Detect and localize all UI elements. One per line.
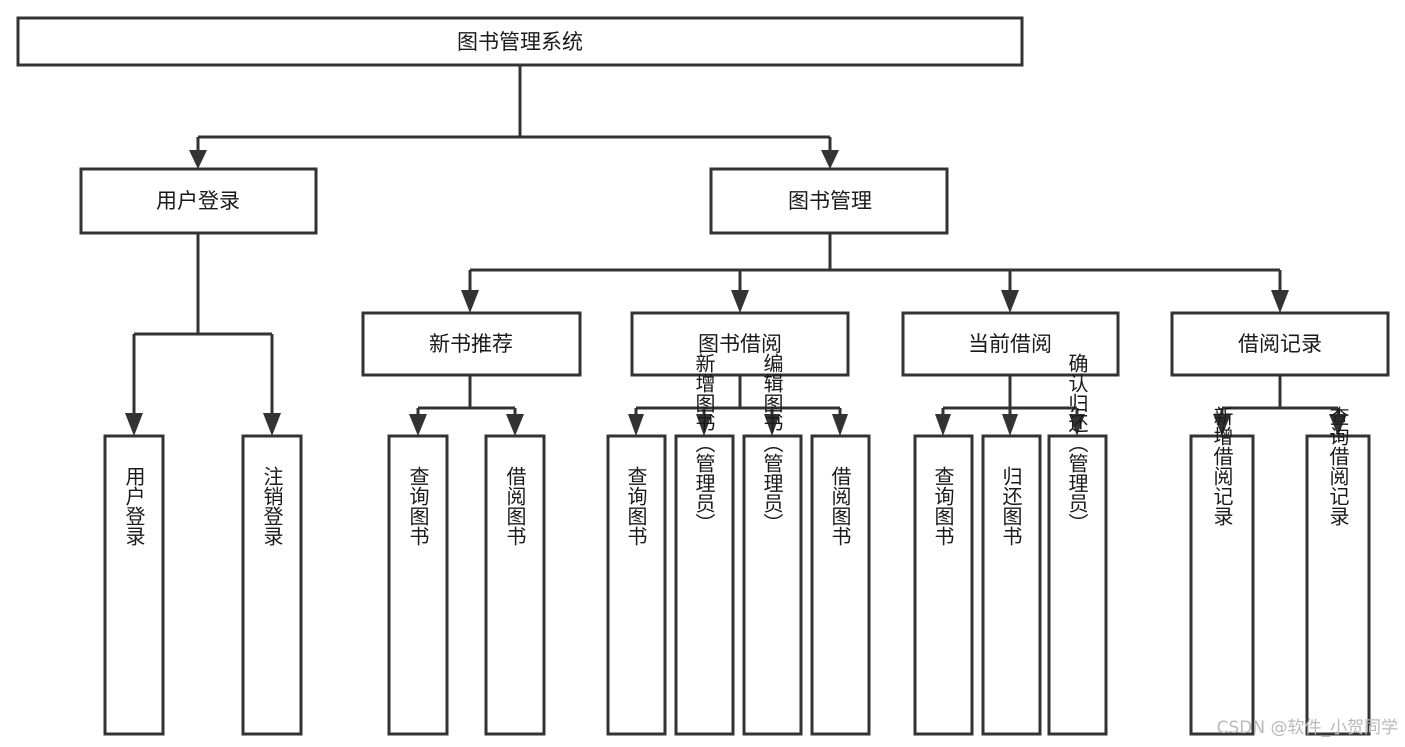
arrow-head-book-borrow xyxy=(731,290,749,313)
arrow-head-current-borrow xyxy=(1001,290,1019,313)
node-leaf-user-login-label: 用户登录 xyxy=(122,466,146,546)
arrow-head-leaf-edit-book xyxy=(764,414,780,436)
node-leaf-borrow-book-2[interactable]: 借阅图书 xyxy=(810,434,871,736)
arrow-head-leaf-add-book xyxy=(696,414,712,436)
node-leaf-add-record[interactable]: 新增借阅记录 xyxy=(1189,406,1255,736)
arrow-head-leaf-add-record xyxy=(1213,414,1231,436)
node-leaf-edit-book-box[interactable] xyxy=(742,434,803,736)
node-leaf-borrow-book-2-label: 借阅图书 xyxy=(828,466,852,546)
node-leaf-borrow-book-1[interactable]: 借阅图书 xyxy=(484,434,546,736)
node-user-login-label: 用户登录 xyxy=(156,189,240,213)
node-leaf-query-book-2[interactable]: 查询图书 xyxy=(606,434,667,736)
node-book-manage[interactable]: 图书管理 xyxy=(709,167,949,235)
arrow-head-leaf-user-logout xyxy=(263,413,281,436)
arrow-head-leaf-confirm-return xyxy=(1069,414,1085,436)
node-root-box[interactable] xyxy=(16,16,1024,67)
node-current-borrow-box[interactable] xyxy=(901,311,1120,377)
node-leaf-query-record-label: 查询借阅记录 xyxy=(1326,406,1350,526)
node-leaf-add-book[interactable]: 新增图书（管理员） xyxy=(674,353,735,736)
node-leaf-user-login-box[interactable] xyxy=(103,434,165,736)
node-new-book-recommend[interactable]: 新书推荐 xyxy=(361,311,582,377)
arrow-head-leaf-query-record xyxy=(1329,414,1347,436)
node-new-book-recommend-box[interactable] xyxy=(361,311,582,377)
csdn-watermark: CSDN @软件_小贺同学 xyxy=(1217,718,1398,738)
node-leaf-query-book-2-label: 查询图书 xyxy=(624,466,648,546)
node-book-borrow[interactable]: 图书借阅 xyxy=(630,311,850,377)
node-leaf-query-book-1[interactable]: 查询图书 xyxy=(387,434,449,736)
node-leaf-user-logout[interactable]: 注销登录 xyxy=(241,434,303,736)
node-book-manage-label: 图书管理 xyxy=(788,189,872,213)
node-leaf-query-book-1-label: 查询图书 xyxy=(406,466,430,546)
node-leaf-borrow-book-2-box[interactable] xyxy=(810,434,871,736)
node-leaf-user-logout-box[interactable] xyxy=(241,434,303,736)
arrow-head-leaf-query-book-1 xyxy=(409,414,427,436)
node-book-manage-box[interactable] xyxy=(709,167,949,235)
node-leaf-add-record-box[interactable] xyxy=(1189,434,1255,736)
node-user-login-box[interactable] xyxy=(79,167,318,235)
node-leaf-edit-book[interactable]: 编辑图书（管理员） xyxy=(742,353,803,736)
arrow-head-new-book-recommend xyxy=(461,290,479,313)
node-leaf-edit-book-label: 编辑图书（管理员） xyxy=(760,353,784,533)
node-book-borrow-box[interactable] xyxy=(630,311,850,377)
node-leaf-user-logout-label: 注销登录 xyxy=(260,466,284,546)
node-leaf-confirm-return-box[interactable] xyxy=(1047,434,1108,736)
node-leaf-user-login[interactable]: 用户登录 xyxy=(103,434,165,736)
connector-layer xyxy=(125,65,1347,436)
arrow-head-user-login xyxy=(189,150,207,169)
arrow-head-book-manage xyxy=(821,150,839,169)
node-current-borrow[interactable]: 当前借阅 xyxy=(901,311,1120,377)
node-leaf-query-book-3-box[interactable] xyxy=(913,434,974,736)
node-root[interactable]: 图书管理系统 xyxy=(16,16,1024,67)
arrow-head-leaf-borrow-book-2 xyxy=(832,414,848,436)
node-leaf-confirm-return[interactable]: 确认归还（管理员） xyxy=(1047,353,1108,736)
node-leaf-query-book-1-box[interactable] xyxy=(387,434,449,736)
node-leaf-confirm-return-label: 确认归还（管理员） xyxy=(1065,353,1089,533)
node-borrow-record[interactable]: 借阅记录 xyxy=(1170,311,1390,377)
arrow-head-leaf-query-book-2 xyxy=(628,414,644,436)
arrow-head-leaf-borrow-book-1 xyxy=(506,414,524,436)
node-borrow-record-box[interactable] xyxy=(1170,311,1390,377)
arrow-head-leaf-return-book xyxy=(1002,414,1018,436)
node-leaf-borrow-book-1-label: 借阅图书 xyxy=(503,466,527,546)
node-leaf-return-book-box[interactable] xyxy=(981,434,1042,736)
node-user-login[interactable]: 用户登录 xyxy=(79,167,318,235)
node-leaf-query-book-2-box[interactable] xyxy=(606,434,667,736)
node-current-borrow-label: 当前借阅 xyxy=(968,332,1052,356)
arrow-head-borrow-record xyxy=(1271,290,1289,313)
node-leaf-query-record-box[interactable] xyxy=(1305,434,1371,736)
node-leaf-add-book-label: 新增图书（管理员） xyxy=(692,353,716,533)
node-leaf-borrow-book-1-box[interactable] xyxy=(484,434,546,736)
node-leaf-query-record[interactable]: 查询借阅记录 xyxy=(1305,406,1371,736)
arrow-head-leaf-query-book-3 xyxy=(935,414,951,436)
node-leaf-return-book[interactable]: 归还图书 xyxy=(981,434,1042,736)
node-leaf-add-book-box[interactable] xyxy=(674,434,735,736)
node-root-label: 图书管理系统 xyxy=(457,30,583,54)
node-book-borrow-label: 图书借阅 xyxy=(698,332,782,356)
arrow-head-leaf-user-login xyxy=(125,413,143,436)
node-leaf-query-book-3[interactable]: 查询图书 xyxy=(913,434,974,736)
node-leaf-return-book-label: 归还图书 xyxy=(999,466,1023,546)
node-new-book-recommend-label: 新书推荐 xyxy=(429,332,513,356)
node-leaf-add-record-label: 新增借阅记录 xyxy=(1210,406,1234,526)
node-borrow-record-label: 借阅记录 xyxy=(1238,332,1322,356)
node-leaf-query-book-3-label: 查询图书 xyxy=(931,466,955,546)
